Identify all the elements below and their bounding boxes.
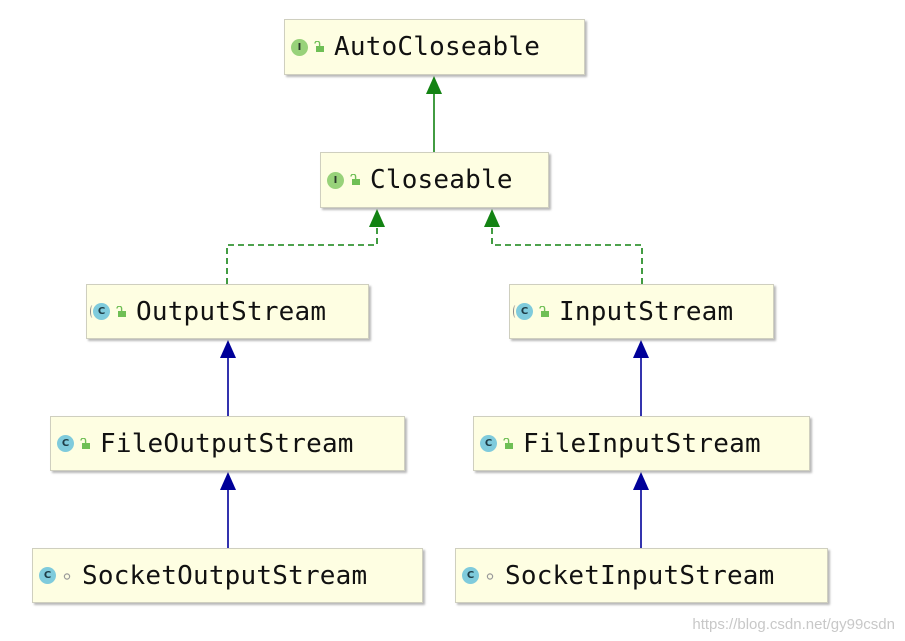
interface-icon: I xyxy=(291,38,308,56)
node-fileoutputstream[interactable]: C FileOutputStream xyxy=(50,416,405,471)
node-label: InputStream xyxy=(559,296,734,327)
watermark-text: https://blog.csdn.net/gy99csdn xyxy=(692,616,895,633)
unlocked-lock-icon xyxy=(502,437,514,450)
node-fileinputstream[interactable]: C FileInputStream xyxy=(473,416,810,471)
abstract-class-icon: C xyxy=(513,303,533,320)
node-label: SocketInputStream xyxy=(505,560,775,591)
unlocked-lock-icon xyxy=(79,437,91,450)
arrowhead-inputstream xyxy=(633,340,649,358)
class-icon: C xyxy=(39,567,56,584)
unlocked-lock-icon xyxy=(349,174,361,186)
node-inputstream[interactable]: C InputStream xyxy=(509,284,774,339)
package-private-dot-icon xyxy=(61,570,73,582)
arrowhead-outputstream xyxy=(220,340,236,358)
node-label: SocketOutputStream xyxy=(82,560,368,591)
class-icon: C xyxy=(480,435,497,452)
node-closeable[interactable]: I Closeable xyxy=(320,152,549,208)
unlocked-lock-icon xyxy=(115,305,127,318)
node-label: Closeable xyxy=(370,165,513,195)
node-label: OutputStream xyxy=(136,296,327,327)
arrowhead-closeable-left xyxy=(369,209,385,227)
arrowhead-fileoutputstream xyxy=(220,472,236,490)
node-label: FileOutputStream xyxy=(100,428,354,459)
node-outputstream[interactable]: C OutputStream xyxy=(86,284,369,339)
arrowhead-closeable-right xyxy=(484,209,500,227)
node-label: FileInputStream xyxy=(523,428,761,459)
class-icon: C xyxy=(462,567,479,584)
arrowhead-fileinputstream xyxy=(633,472,649,490)
unlocked-lock-icon xyxy=(313,41,325,53)
edge-outputstream-to-closeable xyxy=(226,226,378,284)
edge-inputstream-to-closeable xyxy=(491,226,643,284)
node-label: AutoCloseable xyxy=(334,32,541,62)
class-icon: C xyxy=(57,435,74,452)
arrowhead-autocloseable xyxy=(426,76,442,94)
node-socketoutputstream[interactable]: C SocketOutputStream xyxy=(32,548,423,603)
node-autocloseable[interactable]: I AutoCloseable xyxy=(284,19,585,75)
package-private-dot-icon xyxy=(484,570,496,582)
node-socketinputstream[interactable]: C SocketInputStream xyxy=(455,548,828,603)
abstract-class-icon: C xyxy=(90,303,110,320)
unlocked-lock-icon xyxy=(538,305,550,318)
interface-icon: I xyxy=(327,171,344,189)
